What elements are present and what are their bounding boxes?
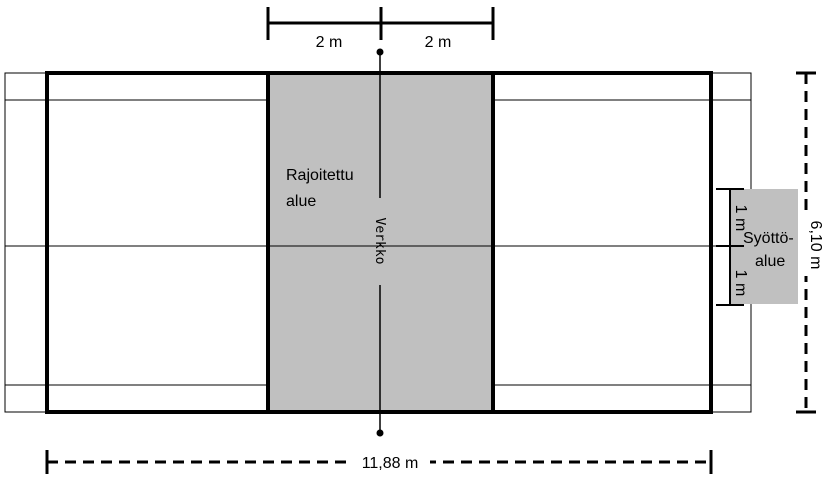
height-label-bg	[799, 214, 815, 276]
net-post-bottom	[376, 429, 384, 437]
height-label: 6,10 m	[807, 221, 824, 270]
restricted-label-line1: Rajoitettu	[286, 167, 354, 184]
net-label: Verkko	[372, 218, 387, 265]
net-post-top	[376, 48, 384, 56]
serve-1m-top: 1 m	[732, 205, 749, 232]
main-court	[45, 71, 713, 414]
length-label: 11,88 m	[362, 455, 419, 472]
label-2m-right: 2 m	[425, 34, 452, 51]
serve-label-line1: Syöttö-	[743, 230, 794, 247]
serve-label-line2: alue	[755, 253, 785, 270]
restricted-label-line2: alue	[286, 193, 316, 210]
length-label-bg	[350, 450, 430, 474]
serve-1m-bottom: 1 m	[732, 270, 749, 297]
label-2m-left: 2 m	[316, 34, 343, 51]
